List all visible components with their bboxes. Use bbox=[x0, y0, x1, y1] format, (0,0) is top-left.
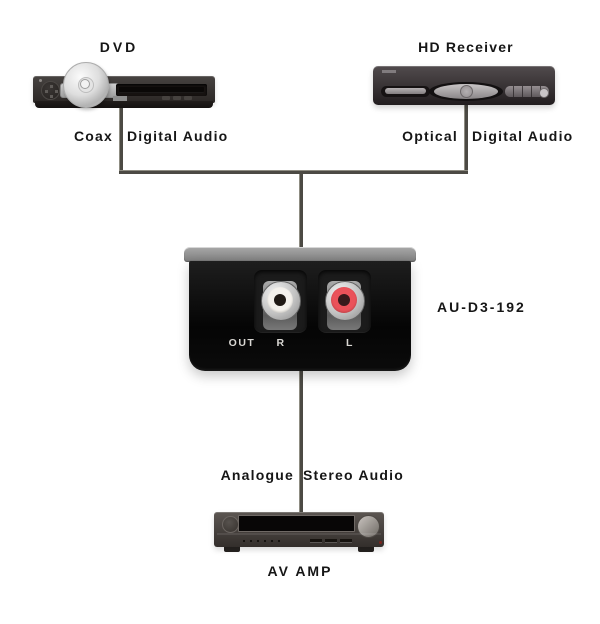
dvd-control-pad-icon bbox=[41, 81, 60, 100]
optical-cable-label-left: Optical bbox=[402, 128, 458, 144]
cable-horizontal-bus bbox=[119, 170, 468, 174]
rca-jack-white-hole bbox=[274, 294, 286, 306]
dvd-small-button bbox=[162, 96, 170, 100]
amp-button-bar bbox=[340, 539, 352, 542]
optical-cable-label-right: Digital Audio bbox=[472, 128, 574, 144]
amp-volume-knob bbox=[357, 515, 380, 538]
dvd-cable-connector bbox=[113, 96, 127, 101]
amp-input-knob bbox=[222, 516, 239, 533]
analogue-cable-label-left: Analogue bbox=[220, 467, 294, 483]
cable-optical-vertical bbox=[464, 103, 468, 174]
cable-coax-vertical bbox=[119, 101, 123, 174]
hd-receiver-display-bar bbox=[385, 88, 426, 94]
cable-converter-input bbox=[299, 174, 303, 252]
coax-cable-label-left: Coax bbox=[73, 128, 113, 144]
dvd-tray-slot bbox=[119, 87, 204, 93]
amp-groove bbox=[217, 533, 381, 535]
hd-receiver-display bbox=[381, 86, 430, 97]
rca-jack-red-hole bbox=[338, 294, 350, 306]
power-button-icon bbox=[460, 85, 473, 98]
dvd-small-button bbox=[184, 96, 192, 100]
analogue-cable-label-right: Stereo Audio bbox=[303, 467, 404, 483]
hd-receiver-button-strip bbox=[505, 86, 549, 97]
converter-port-l-label: L bbox=[346, 337, 354, 349]
dvd-label: DVD bbox=[99, 39, 139, 55]
converter-port-out-label: OUT bbox=[228, 337, 256, 349]
disc-icon bbox=[63, 62, 109, 108]
hd-receiver-brand-mark bbox=[382, 70, 396, 73]
converter-lid bbox=[184, 247, 416, 262]
converter-port-r-label: R bbox=[276, 337, 286, 349]
hd-receiver-label: HD Receiver bbox=[418, 39, 514, 55]
amp-button-bar bbox=[310, 539, 322, 542]
amp-display bbox=[238, 515, 355, 532]
coax-cable-label-right: Digital Audio bbox=[127, 128, 229, 144]
amp-foot bbox=[224, 546, 240, 552]
amp-power-led bbox=[379, 541, 382, 544]
dvd-disc-tray bbox=[116, 84, 207, 96]
dvd-player-base bbox=[35, 101, 213, 108]
dvd-small-button bbox=[173, 96, 181, 100]
disc-hole bbox=[80, 79, 90, 89]
dvd-led-icon bbox=[39, 79, 42, 82]
dvd-pad-dots bbox=[50, 90, 53, 93]
amp-foot bbox=[358, 546, 374, 552]
converter-model-label: AU-D3-192 bbox=[437, 299, 526, 315]
cable-analogue-output bbox=[299, 366, 303, 513]
amp-button-dots bbox=[243, 540, 245, 542]
av-amp-label: AV AMP bbox=[267, 563, 333, 579]
amp-button-bar bbox=[325, 539, 337, 542]
hd-receiver-knob bbox=[539, 88, 549, 98]
